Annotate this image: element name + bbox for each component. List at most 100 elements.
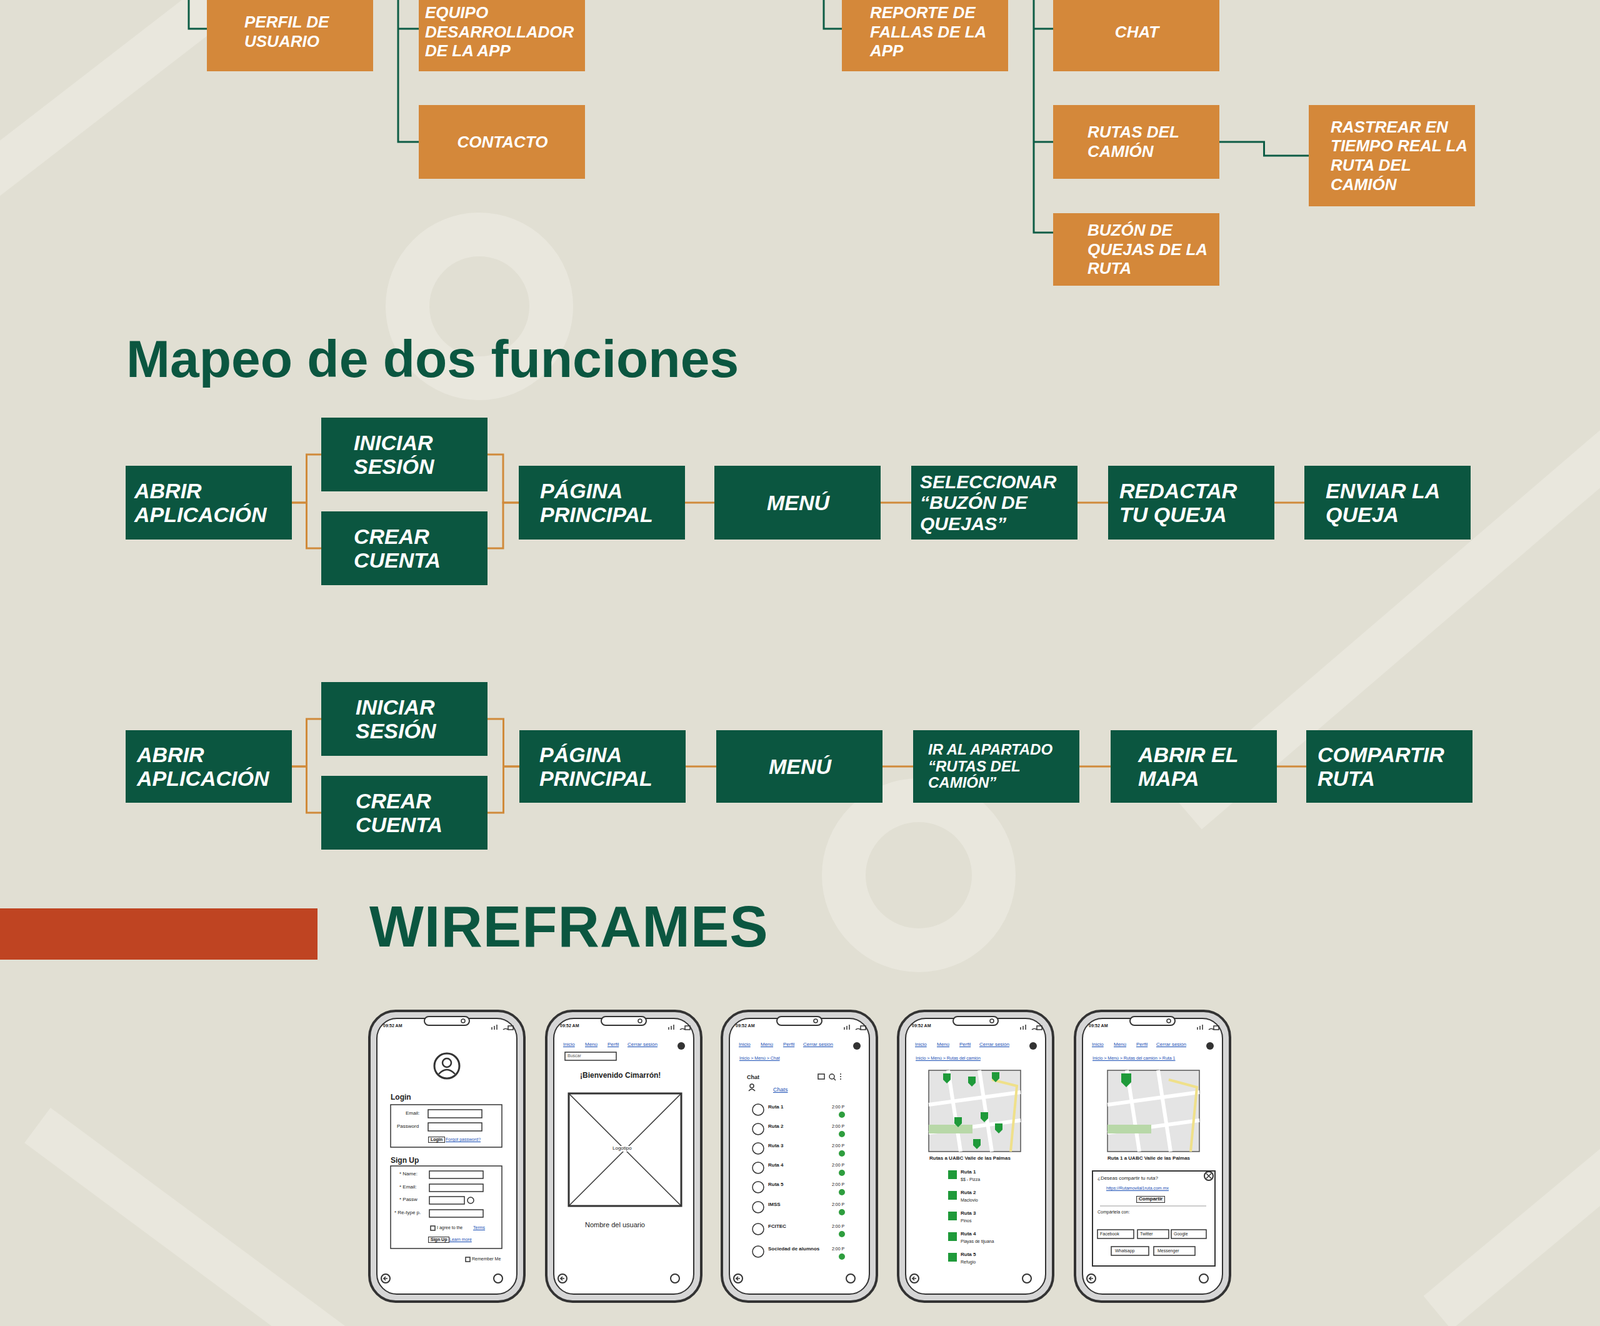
process-box: PÁGINA PRINCIPAL <box>518 465 685 540</box>
process-box: ABRIR APLICACIÓN <box>125 730 292 803</box>
chat-screen <box>748 1073 845 1260</box>
wireframe-text: 2:00 P <box>831 1246 845 1252</box>
unread-dot <box>838 1230 845 1237</box>
wireframe-text: Logotipo <box>611 1145 634 1152</box>
avatar <box>752 1142 764 1154</box>
wireframe-text: Rutas a UABC Valle de las Palmas <box>929 1155 1011 1162</box>
phone-body <box>721 1010 877 1302</box>
camera <box>990 1018 994 1023</box>
wireframe-text: * Passw <box>399 1196 418 1203</box>
wireframe-text: Ruta 5 <box>768 1181 784 1188</box>
wireframe-text: Inicio <box>1091 1041 1104 1048</box>
wireframe-text: Login <box>428 1136 445 1143</box>
phone-frames <box>369 1010 1230 1302</box>
feature-box: EQUIPO DESARROLLADOR DE LA APP <box>418 0 585 72</box>
process-box: MENÚ <box>714 465 881 540</box>
share-screen <box>1092 1070 1215 1266</box>
connector <box>291 766 322 813</box>
box-text: PERFIL DE USUARIO <box>244 12 369 51</box>
box-text: IR AL APARTADO “RUTAS DEL CAMIÓN” <box>928 741 1075 792</box>
unread-dot <box>838 1111 845 1118</box>
camera <box>813 1018 818 1023</box>
back-arrow <box>912 1276 917 1280</box>
status-icons <box>844 1024 866 1030</box>
phone-body <box>1075 1010 1230 1302</box>
back-button <box>1086 1273 1096 1283</box>
wireframe-text: Remember Me <box>471 1256 501 1262</box>
phone-screen <box>729 1018 870 1294</box>
unread-dot <box>838 1130 845 1137</box>
wireframe-text: Google <box>1173 1231 1189 1237</box>
phone-notch <box>776 1016 822 1025</box>
wireframe-text: Whatsapp <box>1115 1248 1135 1254</box>
avatar <box>752 1201 764 1213</box>
wireframe-text: Twitter <box>1140 1231 1154 1237</box>
wireframe-text: Perfil <box>959 1041 971 1048</box>
wireframe-text: ¿Deseas compartir tu ruta? <box>1097 1175 1159 1182</box>
process-box: ABRIR APLICACIÓN <box>125 465 292 540</box>
phone-frame <box>369 1010 525 1302</box>
status-icons <box>491 1024 514 1030</box>
settings-icon <box>1029 1041 1037 1050</box>
process-box: PÁGINA PRINCIPAL <box>519 730 686 803</box>
wireframe-text: 2:00 P <box>831 1104 845 1110</box>
wireframe-text: Perfil <box>1136 1041 1148 1048</box>
unread-dot <box>838 1150 845 1157</box>
wireframe-text: Cerrar sesión <box>627 1041 658 1048</box>
connector <box>291 454 322 503</box>
box-text: ABRIR EL MAPA <box>1138 742 1272 790</box>
back-button <box>558 1273 567 1283</box>
wireframe-text: 2:00 P <box>831 1162 845 1168</box>
phone-screen <box>553 1018 694 1294</box>
feature-box: PERFIL DE USUARIO <box>206 0 374 72</box>
wireframe-text: Ruta 1 <box>768 1104 784 1110</box>
back-arrow <box>383 1276 388 1280</box>
box-text: RUTAS DEL CAMIÓN <box>1087 122 1215 161</box>
phone-body <box>898 1010 1054 1302</box>
phone-screen <box>1082 1018 1223 1294</box>
back-arrow <box>736 1276 740 1280</box>
process-box: REDACTAR TU QUEJA <box>1108 465 1275 540</box>
wireframe-text: Ruta 4 <box>960 1231 976 1237</box>
connector <box>487 454 519 503</box>
process-box: ABRIR EL MAPA <box>1110 730 1277 803</box>
process-box: INICIAR SESIÓN <box>321 417 488 492</box>
wireframe-text: Refugio <box>960 1259 976 1265</box>
phone-notch <box>953 1016 999 1025</box>
wireframe-text: * Re-type p. <box>394 1210 421 1216</box>
phone-notch <box>601 1016 647 1025</box>
wireframe-text: Compártela con: <box>1097 1209 1130 1215</box>
connector <box>880 501 912 504</box>
process-box: CREAR CUENTA <box>321 511 488 585</box>
wireframe-text: 2:00 P <box>831 1123 845 1129</box>
wireframe-text: 2:00 P <box>831 1181 845 1187</box>
connector <box>487 766 520 813</box>
help-button <box>1022 1273 1032 1283</box>
feature-box: BUZÓN DE QUEJAS DE LA RUTA <box>1053 213 1220 286</box>
wireframe-text: Ruta 1 a UABC Valle de las Palmas <box>1107 1155 1190 1162</box>
wireframe-text: Menú <box>936 1041 950 1048</box>
wireframe-text: Sociedad de alumnos <box>768 1246 820 1252</box>
back-button <box>910 1273 919 1283</box>
accent-bar <box>0 908 318 960</box>
wireframe-text: Ruta 1 <box>960 1169 976 1175</box>
process-box: COMPARTIR RUTA <box>1306 730 1473 803</box>
settings-icon <box>1206 1041 1214 1050</box>
process-box: INICIAR SESIÓN <box>321 681 488 756</box>
home-screen <box>565 1051 682 1206</box>
wireframe-text: Menú <box>1113 1041 1127 1048</box>
process-box: SELECCIONAR “BUZÓN DE QUEJAS” <box>911 465 1078 540</box>
help-button <box>1199 1273 1209 1283</box>
wireframe-text: 2:00 P <box>831 1201 845 1207</box>
box-text: INICIAR SESIÓN <box>353 430 483 479</box>
feature-box: CONTACTO <box>418 105 585 179</box>
box-text: MENÚ <box>722 754 878 779</box>
back-button <box>733 1273 743 1283</box>
process-box: IR AL APARTADO “RUTAS DEL CAMIÓN” <box>913 730 1080 803</box>
avatar <box>752 1181 764 1193</box>
connector <box>1276 765 1307 768</box>
routes-screen <box>928 1070 1021 1262</box>
phone-frame <box>721 1010 877 1302</box>
connector <box>882 765 914 768</box>
wireframe-text: Sign Up <box>428 1236 450 1243</box>
